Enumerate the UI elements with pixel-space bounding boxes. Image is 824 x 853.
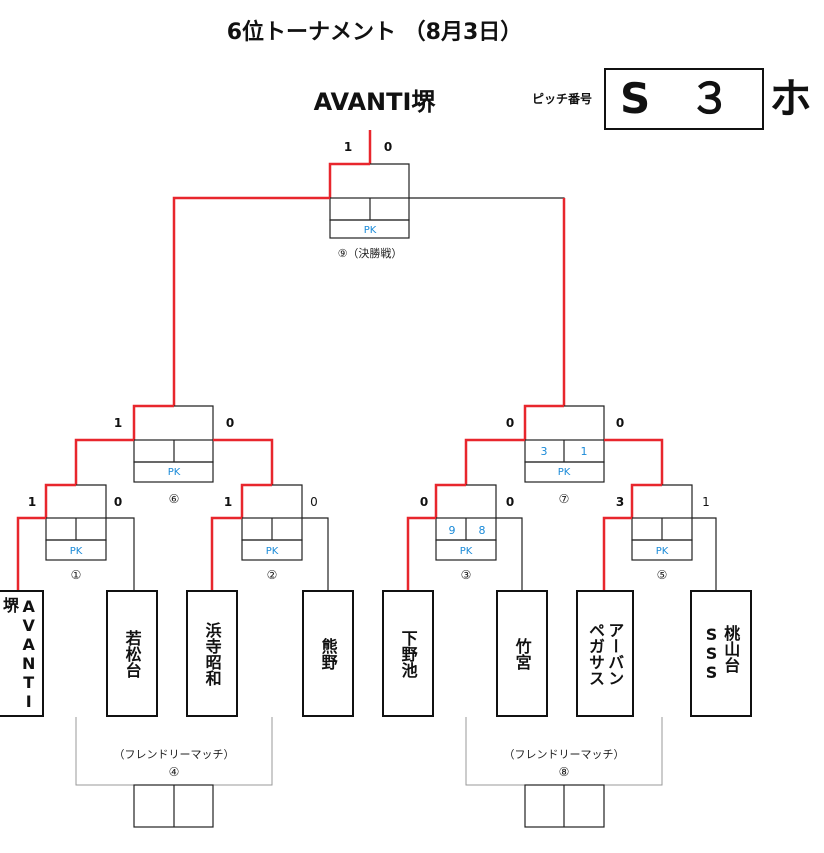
team-name: 熊野 bbox=[318, 637, 338, 670]
m2-top-right bbox=[272, 484, 303, 518]
m7-right-top bbox=[564, 405, 605, 440]
match1-pk-label: PK bbox=[69, 546, 83, 557]
team-box-8: 桃山台 SSS bbox=[690, 590, 752, 717]
final-left-line bbox=[328, 162, 370, 198]
m2-to-right-team bbox=[302, 517, 329, 590]
m2-top-left bbox=[240, 483, 272, 518]
match6-score-right: 0 bbox=[225, 416, 235, 430]
team-box-6: 竹宮 bbox=[496, 590, 548, 717]
m7-left-top bbox=[523, 404, 564, 440]
team-box-7: アーバン ペガサス bbox=[576, 590, 634, 717]
friendly-4-label: ④ bbox=[168, 765, 180, 779]
m6-to-m1 bbox=[74, 438, 134, 485]
m1-to-right-team bbox=[106, 517, 135, 590]
m5-top-right bbox=[662, 484, 693, 518]
m1-top-right bbox=[76, 484, 107, 518]
m3-top-right bbox=[466, 484, 497, 518]
match3-score-left: 0 bbox=[419, 495, 429, 509]
match6-label: ⑥ bbox=[168, 492, 180, 506]
match3-score-right: 0 bbox=[505, 495, 515, 509]
m6-right-top bbox=[174, 405, 214, 440]
friendly-8-title: （フレンドリーマッチ） bbox=[503, 748, 625, 761]
pitch-number-value: S ３ ホ bbox=[620, 74, 824, 123]
match3-pk-left: 9 bbox=[448, 524, 456, 537]
match6-pk-label: PK bbox=[167, 467, 181, 478]
m6-left-top bbox=[132, 404, 174, 440]
match3-pk-label: PK bbox=[459, 546, 473, 557]
team-name: アーバン ペガサス bbox=[586, 621, 625, 686]
match5-pk-label: PK bbox=[655, 546, 669, 557]
match7-label: ⑦ bbox=[558, 492, 570, 506]
match7-score-left: 0 bbox=[505, 416, 515, 430]
m3-to-left-team bbox=[406, 516, 436, 590]
m5-to-left-team bbox=[602, 516, 632, 590]
match6-score-left: 1 bbox=[113, 416, 123, 430]
team-name: 竹宮 bbox=[512, 637, 532, 670]
match5-score-left: 3 bbox=[615, 495, 625, 509]
match1-label: ① bbox=[70, 568, 82, 582]
semi-left-feed bbox=[172, 196, 330, 406]
semi-right-feed-base bbox=[409, 197, 565, 406]
match9-score-left: 1 bbox=[343, 140, 353, 154]
match9-score-right: 0 bbox=[383, 140, 393, 154]
team-name: AVANTI 堺 bbox=[0, 596, 39, 711]
team-box-1: AVANTI 堺 bbox=[0, 590, 44, 717]
m1-to-left-team bbox=[16, 516, 46, 590]
team-box-5: 下野池 bbox=[382, 590, 434, 717]
match7-score-right: 0 bbox=[615, 416, 625, 430]
match2-score-right: 0 bbox=[310, 495, 318, 509]
m7-to-m5 bbox=[604, 438, 664, 485]
m5-top-left bbox=[630, 483, 662, 518]
friendly-8-label: ⑧ bbox=[558, 765, 570, 779]
bracket-lines bbox=[16, 130, 717, 828]
pitch-number-box: S ３ ホ bbox=[604, 68, 812, 130]
match9-label: ⑨（決勝戦） bbox=[337, 247, 403, 260]
match5-score-right: 1 bbox=[702, 495, 710, 509]
m3-top-left bbox=[434, 483, 466, 518]
m3-to-right-team bbox=[496, 517, 523, 590]
match3-pk-right: 8 bbox=[478, 524, 486, 537]
page-title: 6位トーナメント （8月3日） bbox=[226, 20, 523, 45]
match1-score-right: 0 bbox=[113, 495, 123, 509]
match3-label: ③ bbox=[460, 568, 472, 582]
match2-score-left: 1 bbox=[223, 495, 233, 509]
match7-pk-label: PK bbox=[557, 467, 571, 478]
team-name: 若松台 bbox=[122, 629, 142, 678]
m7-to-m3 bbox=[464, 438, 525, 485]
match1-score-left: 1 bbox=[27, 495, 37, 509]
friendly-4-title: （フレンドリーマッチ） bbox=[113, 748, 235, 761]
team-box-3: 浜寺昭和 bbox=[186, 590, 238, 717]
champion-name: AVANTI堺 bbox=[313, 88, 436, 116]
match2-label: ② bbox=[266, 568, 278, 582]
match2-pk-label: PK bbox=[265, 546, 279, 557]
team-box-4: 熊野 bbox=[302, 590, 354, 717]
match9-pk-label: PK bbox=[363, 225, 377, 236]
team-name: 下野池 bbox=[398, 629, 418, 678]
team-box-2: 若松台 bbox=[106, 590, 158, 717]
m1-top-left bbox=[44, 483, 76, 518]
match7-pk-right: 1 bbox=[580, 445, 588, 458]
match5-label: ⑤ bbox=[656, 568, 668, 582]
pitch-number-label: ピッチ番号 bbox=[532, 92, 593, 106]
team-name: 桃山台 SSS bbox=[702, 625, 741, 682]
m5-to-right-team bbox=[692, 517, 717, 590]
m2-to-left-team bbox=[210, 516, 242, 590]
team-name: 浜寺昭和 bbox=[202, 621, 222, 686]
m6-to-m2 bbox=[213, 438, 274, 485]
final-right-line bbox=[370, 163, 410, 198]
match7-pk-left: 3 bbox=[540, 445, 548, 458]
